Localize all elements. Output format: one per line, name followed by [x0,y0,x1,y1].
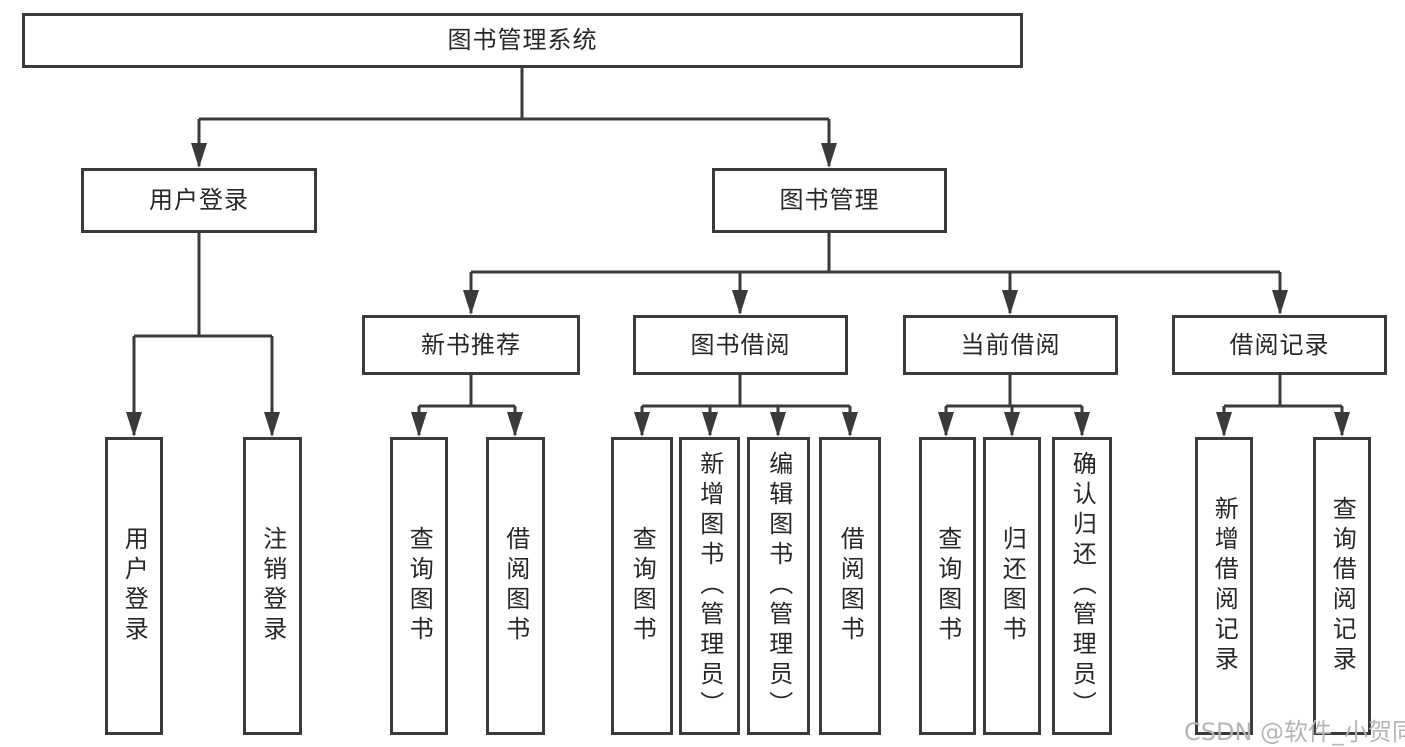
leaf-query-books-3: 查询图书 [919,437,976,735]
leaf-edit-books-admin: 编辑图书（管理员） [747,437,810,735]
node-user-login: 用户登录 [81,168,317,233]
node-current-borrowing: 当前借阅 [903,315,1118,375]
leaf-query-books-1: 查询图书 [390,437,448,735]
leaf-borrow-books-2: 借阅图书 [819,437,881,735]
connector-borrowing-to-leaves [640,375,852,435]
node-root-system: 图书管理系统 [22,13,1023,68]
connector-records-to-leaves [1222,375,1344,435]
leaf-add-borrow-record: 新增借阅记录 [1195,437,1253,735]
connector-userlogin-to-leaves [132,233,274,435]
leaf-return-books: 归还图书 [983,437,1041,735]
connector-bookmgmt-to-level3 [469,233,1282,313]
node-book-management: 图书管理 [712,168,947,233]
node-book-borrowing: 图书借阅 [633,315,848,375]
leaf-add-books-admin: 新增图书（管理员） [679,437,740,735]
node-borrowing-records: 借阅记录 [1172,315,1387,375]
leaf-borrow-books-1: 借阅图书 [486,437,545,735]
csdn-watermark: CSDN @软件_小贺同学 [1184,718,1405,746]
leaf-confirm-return-admin: 确认归还（管理员） [1052,437,1112,735]
node-new-book-recommend: 新书推荐 [362,315,580,375]
leaf-query-books-2: 查询图书 [611,437,673,735]
leaf-query-borrow-record: 查询借阅记录 [1313,437,1371,735]
arrowheads [126,143,1350,437]
leaf-logout: 注销登录 [243,437,302,735]
leaf-user-login: 用户登录 [105,437,163,735]
connector-root-to-level2 [197,68,831,166]
connector-newbooks-to-leaves [417,375,517,435]
